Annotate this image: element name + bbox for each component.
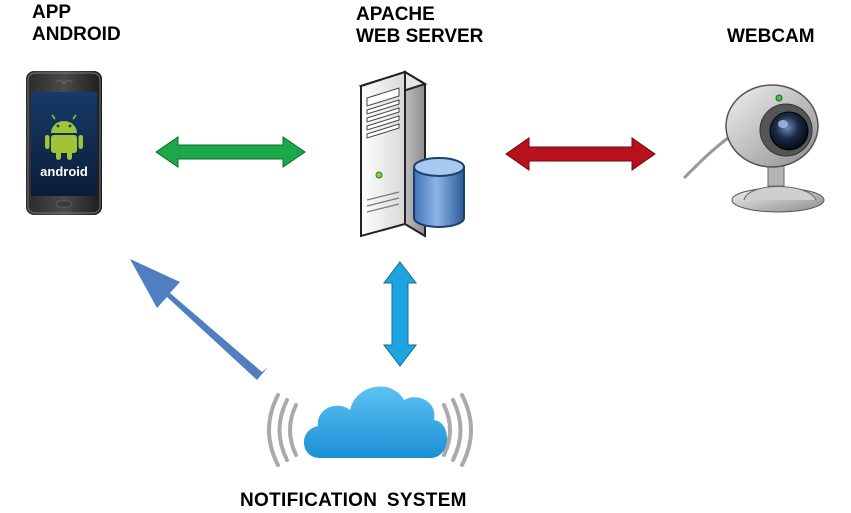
server-label-line1: APACHE bbox=[356, 4, 435, 25]
android-robot-icon bbox=[45, 114, 83, 160]
notification-system-label: NOTIFICATION SYSTEM bbox=[240, 490, 467, 511]
app-label-line2: ANDROID bbox=[32, 24, 121, 45]
notification-app-arrow bbox=[130, 259, 268, 380]
server-notification-arrow bbox=[382, 261, 418, 367]
webcam-label: WEBCAM bbox=[727, 26, 815, 47]
database-icon bbox=[413, 157, 465, 228]
cloud-notification-icon bbox=[267, 386, 473, 467]
web-server-label: APACHE WEB SERVER bbox=[356, 4, 483, 48]
app-label-line1: APP bbox=[32, 2, 72, 23]
app-android-label: APP ANDROID bbox=[32, 2, 121, 46]
webcam-icon bbox=[682, 84, 825, 213]
server-label-line2: WEB SERVER bbox=[356, 26, 484, 47]
phone-screen-wordmark: android bbox=[40, 164, 88, 179]
server-database-icon bbox=[358, 70, 465, 238]
server-webcam-arrow bbox=[505, 137, 656, 171]
app-server-arrow bbox=[155, 136, 306, 168]
android-phone-icon: android bbox=[26, 71, 102, 215]
